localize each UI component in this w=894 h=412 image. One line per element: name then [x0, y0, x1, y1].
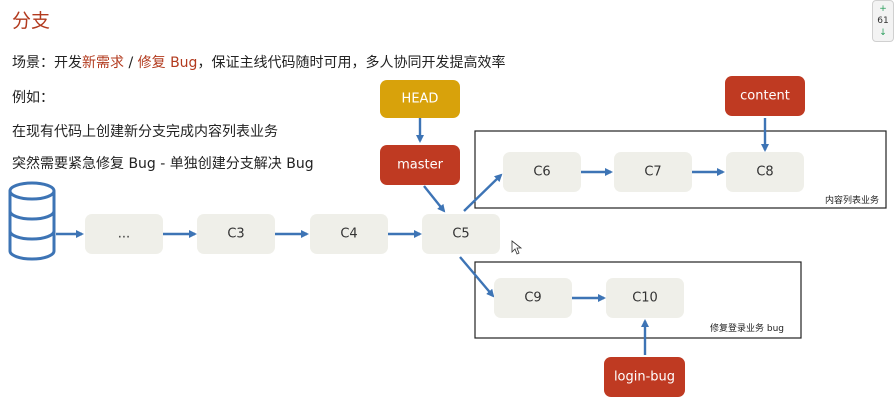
- edge-c5-to-c6: [463, 173, 503, 212]
- commit-label-dots: ...: [118, 227, 130, 242]
- page-title: 分支: [12, 10, 51, 32]
- ref-login-bug-label: login-bug: [614, 370, 675, 385]
- commit-node-c8: C8: [726, 152, 804, 192]
- ref-content-label: content: [740, 89, 790, 104]
- upload-arrow-icon: +: [879, 4, 887, 14]
- frame-bug-fix: 修复登录业务 bug: [474, 261, 802, 339]
- commit-label-c5: C5: [452, 227, 469, 242]
- mouse-cursor-icon: [511, 240, 523, 255]
- example-line-2: 突然需要紧急修复 Bug - 单独创建分支解决 Bug: [12, 156, 314, 172]
- ref-head-label: HEAD: [402, 92, 439, 107]
- commit-node-c6: C6: [503, 152, 581, 192]
- database-icon: [8, 181, 56, 261]
- scenario-highlight-bugfix: 修复 Bug: [137, 55, 198, 71]
- commit-node-c4: C4: [310, 214, 388, 254]
- scenario-line: 场景：开发新需求 / 修复 Bug，保证主线代码随时可用，多人协同开发提高效率: [12, 52, 505, 72]
- scenario-highlight-new-feature: 新需求: [82, 55, 124, 71]
- commit-node-c3: C3: [197, 214, 275, 254]
- commit-label-c10: C10: [632, 291, 658, 306]
- commit-label-c7: C7: [644, 165, 661, 180]
- example-line-1: 在现有代码上创建新分支完成内容列表业务: [12, 124, 278, 140]
- commit-label-c3: C3: [227, 227, 244, 242]
- scenario-suffix: ，保证主线代码随时可用，多人协同开发提高效率: [197, 55, 506, 71]
- frame-content-business: 内容列表业务: [474, 130, 887, 209]
- scenario-separator: /: [124, 55, 138, 71]
- commit-label-c4: C4: [340, 227, 357, 242]
- commit-label-c8: C8: [756, 165, 773, 180]
- edge-c5-to-c9: [459, 256, 495, 298]
- commit-label-c9: C9: [524, 291, 541, 306]
- ref-head: HEAD: [380, 80, 460, 118]
- commit-node-dots: ...: [85, 214, 163, 254]
- commit-label-c6: C6: [533, 165, 550, 180]
- download-arrow-icon: ↓: [879, 28, 887, 38]
- ref-content: content: [725, 76, 805, 116]
- frame-content-business-label: 内容列表业务: [825, 194, 879, 206]
- commit-node-c5: C5: [422, 214, 500, 254]
- ref-master: master: [380, 145, 460, 185]
- widget-value: 61: [877, 16, 889, 26]
- scenario-prefix: 场景：开发: [12, 55, 82, 71]
- floating-widget[interactable]: + 61 ↓: [872, 0, 894, 42]
- commit-node-c7: C7: [614, 152, 692, 192]
- ref-login-bug: login-bug: [604, 357, 685, 397]
- edge-master-to-c5: [423, 185, 446, 213]
- ref-master-label: master: [397, 158, 443, 173]
- commit-node-c9: C9: [494, 278, 572, 318]
- commit-node-c10: C10: [606, 278, 684, 318]
- example-label: 例如：: [12, 90, 54, 106]
- frame-bug-fix-label: 修复登录业务 bug: [710, 322, 784, 334]
